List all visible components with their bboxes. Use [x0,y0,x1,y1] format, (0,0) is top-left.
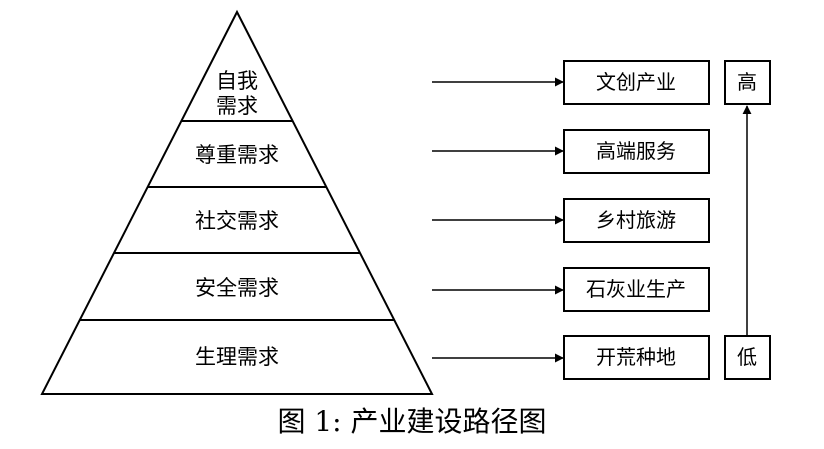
industry-labels: 文创产业 高端服务 乡村旅游 石灰业生产 开荒种地 [586,70,686,369]
tier-label-esteem: 尊重需求 [195,143,279,167]
pyramid-dividers [80,120,394,321]
industry-label-4: 石灰业生产 [586,277,686,301]
tier-label-self-line2: 需求 [216,94,258,118]
pyramid-tier-labels: 自我 需求 尊重需求 社交需求 安全需求 生理需求 [195,69,279,369]
scale-low-label: 低 [737,345,757,369]
industry-box-2 [563,129,710,174]
industry-label-3: 乡村旅游 [596,208,676,232]
industry-box-1 [563,60,710,105]
industry-label-1: 文创产业 [596,70,676,94]
figure-caption: 图 1: 产业建设路径图 [277,405,547,438]
pyramid-outline [40,9,434,395]
tier-arrows [432,77,564,363]
scale-low-box [724,335,771,380]
industry-boxes [563,60,710,380]
industry-box-4 [563,267,710,312]
scale-high-box [724,60,771,105]
industry-box-5 [563,335,710,380]
diagram: 自我 需求 尊重需求 社交需求 安全需求 生理需求 文创产业 高端服务 乡村旅游… [40,9,771,395]
industry-label-5: 开荒种地 [596,345,676,369]
scale-high-label: 高 [737,70,757,94]
tier-label-social: 社交需求 [195,209,279,233]
industry-box-3 [563,198,710,243]
tier-label-self-line1: 自我 [216,69,258,93]
industry-label-2: 高端服务 [596,139,676,163]
tier-label-safety: 安全需求 [195,276,279,300]
tier-label-physiological: 生理需求 [195,345,279,369]
